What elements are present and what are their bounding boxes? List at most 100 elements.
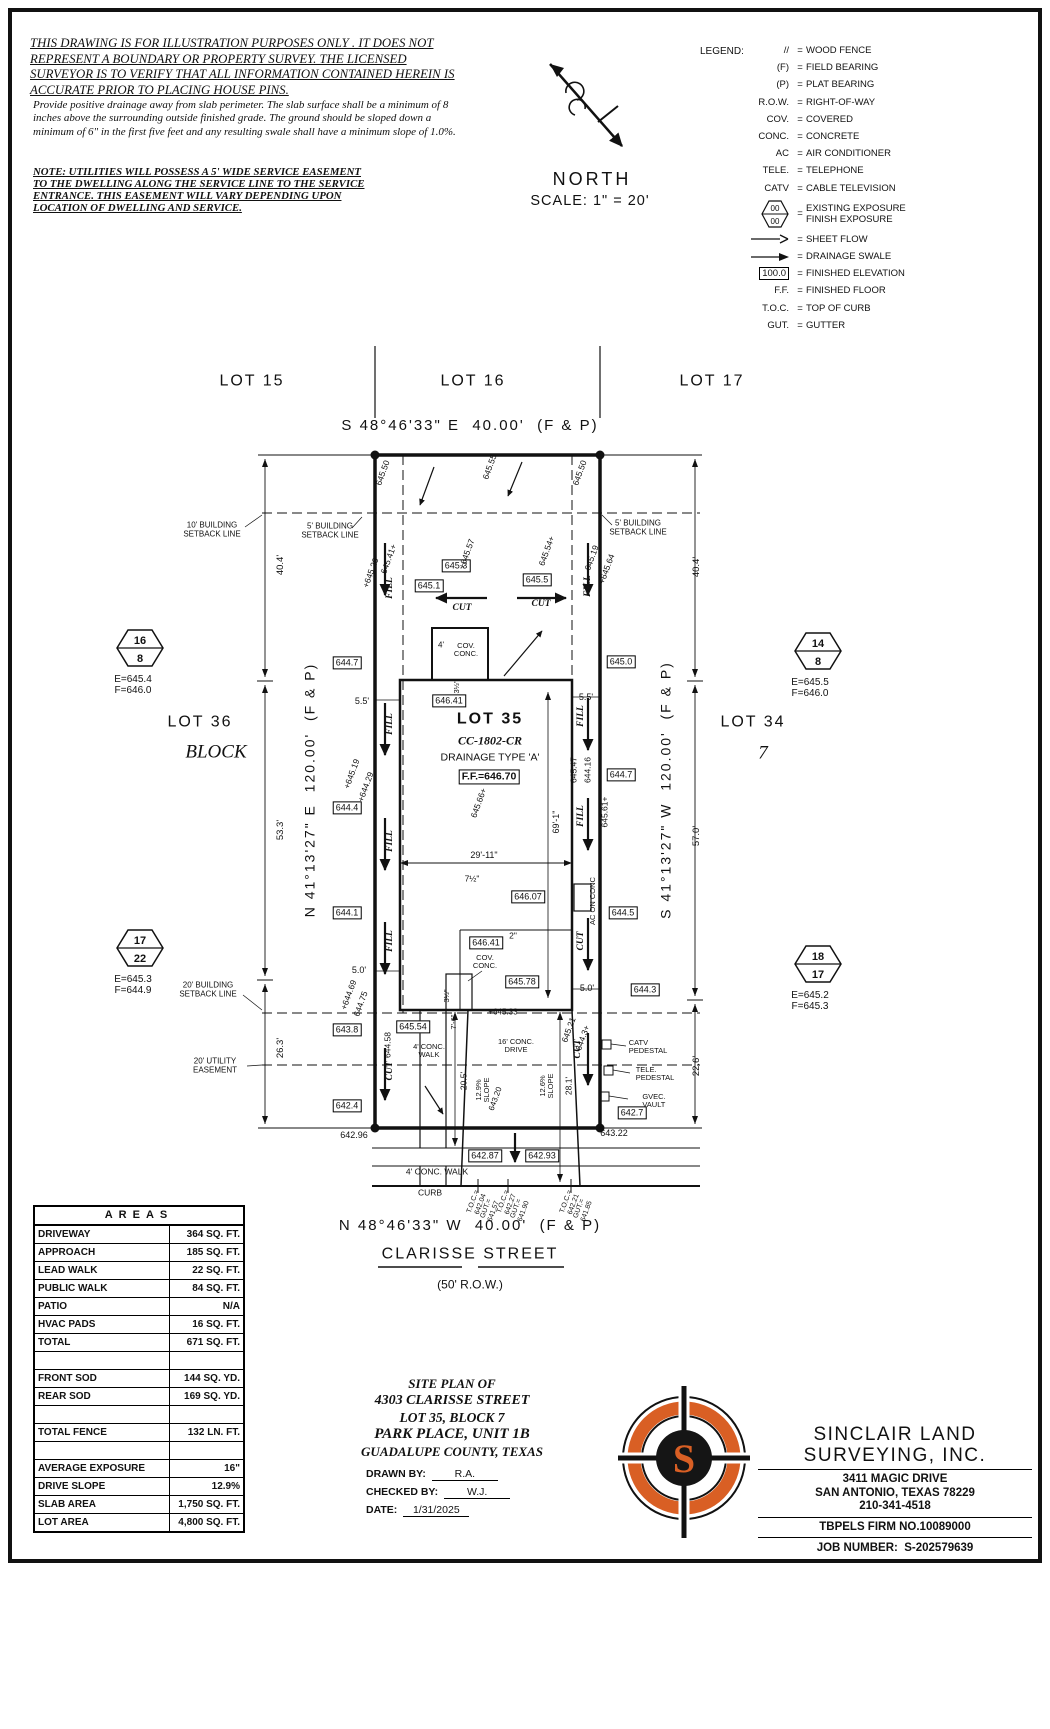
plan-annotation: FILL: [575, 705, 586, 727]
plan-annotation: CATV PEDESTAL: [628, 1037, 668, 1055]
plan-annotation: 645.3: [441, 559, 471, 573]
plan-annotation: F.F.=646.70: [458, 769, 520, 785]
legend-item: F.F.=FINISHED FLOOR: [774, 285, 886, 297]
plan-annotation: 644.4: [332, 801, 362, 815]
plan-annotation: 642.4: [332, 1099, 362, 1113]
legend-item: 100.0=FINISHED ELEVATION: [735, 267, 1035, 281]
legend-title: LEGEND:: [700, 46, 744, 57]
plan-annotation: 29'-11": [470, 850, 498, 861]
plan-annotation: TELE. PEDESTAL: [635, 1064, 675, 1082]
plan-annotation: N 41°13'27" E 120.00' (F & P): [301, 662, 318, 918]
company-block: SINCLAIR LAND SURVEYING, INC. 3411 MAGIC…: [750, 1424, 1040, 1556]
plan-annotation: 645.5: [522, 573, 552, 587]
plan-annotation: FILL: [582, 575, 593, 597]
north-label: NORTH: [552, 169, 632, 189]
plan-annotation: 28.1': [563, 1076, 574, 1096]
plan-annotation: 3½": [451, 680, 461, 694]
plan-annotation: E=645.3 F=644.9: [114, 974, 152, 996]
svg-text:18: 18: [812, 951, 824, 963]
plan-annotation: 22.6': [690, 1055, 702, 1077]
areas-row: [35, 1406, 243, 1424]
plan-annotation: 20' UTILITY EASEMENT: [192, 1056, 238, 1074]
plan-annotation: 40.4': [274, 554, 286, 576]
plan-annotation: LOT 16: [440, 372, 506, 390]
plan-annotation: GVEC. VAULT: [642, 1091, 666, 1109]
drainage-note: Provide positive drainage away from slab…: [33, 99, 456, 138]
plan-annotation: 12.6% SLOPE: [537, 1073, 555, 1099]
plan-annotation: 57.0': [690, 825, 702, 847]
title-block-line: PARK PLACE, UNIT 1B: [374, 1426, 530, 1442]
plan-annotation: 20.5': [458, 1071, 469, 1091]
legend-item: =SHEET FLOW: [735, 233, 1035, 246]
plan-annotation: 644.16: [582, 757, 593, 783]
plan-annotation: CLARISSE STREET: [381, 1245, 559, 1263]
scale-label: SCALE: 1" = 20': [530, 193, 650, 209]
plan-annotation: 5.5': [578, 692, 594, 703]
plan-annotation: 643.8: [332, 1023, 362, 1037]
svg-text:14: 14: [812, 638, 825, 650]
plan-annotation: 4': [438, 640, 444, 650]
plan-annotation: LOT 15: [219, 372, 285, 390]
title-block-line: GUADALUPE COUNTY, TEXAS: [361, 1444, 543, 1459]
plan-annotation: S 41°13'27" W 120.00' (F & P): [657, 661, 674, 919]
plan-annotation: 645.1: [414, 579, 444, 593]
job-number: JOB NUMBER: S-202579639: [816, 1542, 974, 1554]
plan-annotation: 646.41: [432, 694, 466, 708]
company-firm: TBPELS FIRM NO.10089000: [819, 1520, 971, 1533]
plan-annotation: CC-1802-CR: [457, 733, 523, 748]
legend-item: COV.=COVERED: [766, 113, 853, 125]
plan-annotation: FILL: [384, 713, 395, 735]
plan-annotation: 5' BUILDING SETBACK LINE: [609, 518, 667, 536]
plan-annotation: CUT: [452, 602, 472, 613]
plan-annotation: 642.93: [525, 1149, 559, 1163]
title-block-line: 4303 CLARISSE STREET: [374, 1393, 530, 1408]
plan-annotation: 20' BUILDING SETBACK LINE: [179, 980, 237, 998]
legend-item: AC=AIR CONDITIONER: [775, 148, 891, 160]
plan-annotation: E=645.4 F=646.0: [114, 674, 152, 696]
plan-annotation: 7: [758, 742, 768, 764]
plan-annotation: 5' BUILDING SETBACK LINE: [301, 521, 359, 539]
legend-item: TELE.=TELEPHONE: [762, 165, 864, 177]
svg-text:00: 00: [771, 204, 780, 213]
svg-text:00: 00: [771, 217, 780, 226]
plan-annotation: 645.0: [606, 655, 636, 669]
plan-annotation: 646.41: [469, 936, 503, 950]
plan-annotation: N 48°46'33" W 40.00' (F & P): [338, 1216, 602, 1234]
plan-annotation: 2": [509, 930, 517, 941]
legend-item: (F)=FIELD BEARING: [776, 62, 879, 74]
plan-annotation: 10' BUILDING SETBACK LINE: [183, 520, 241, 538]
plan-annotation: 69'-1": [551, 810, 562, 834]
plan-annotation: LOT 36: [167, 713, 233, 731]
svg-text:17: 17: [134, 935, 146, 947]
plan-annotation: AC ON CONC: [587, 877, 597, 925]
plan-annotation: 642.87: [468, 1149, 502, 1163]
plan-annotation: 16' CONC. DRIVE: [497, 1036, 535, 1054]
plan-annotation: 4' CONC. WALK: [405, 1166, 469, 1177]
legend: //=WOOD FENCE(F)=FIELD BEARING(P)=PLAT B…: [735, 44, 1035, 336]
plan-annotation: FILL: [575, 805, 586, 827]
plan-annotation: S 48°46'33" E 40.00' (F & P): [341, 416, 599, 434]
plan-annotation: 5.0': [351, 965, 367, 976]
plan-annotation: LOT 34: [720, 713, 786, 731]
plan-annotation: (50' R.O.W.): [437, 1277, 503, 1292]
svg-text:17: 17: [812, 969, 824, 981]
plan-annotation: 5.5': [354, 696, 370, 707]
title-block-line: LOT 35, BLOCK 7: [399, 1410, 505, 1425]
plan-annotation: 645.47: [568, 757, 579, 783]
company-address: 3411 MAGIC DRIVE: [842, 1473, 948, 1485]
plan-annotation: CUT: [575, 931, 586, 951]
plan-annotation: 644.3: [630, 983, 660, 997]
company-logo-icon: S: [618, 1386, 750, 1538]
